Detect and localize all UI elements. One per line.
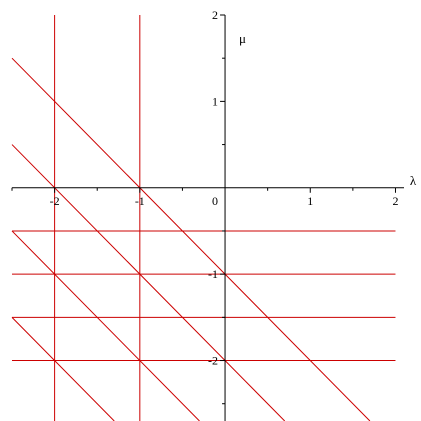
x-tick-label: 2 [392, 194, 398, 208]
x-tick-label: -2 [50, 194, 60, 208]
x-tick-label: -1 [135, 194, 145, 208]
x-tick-label: 1 [307, 194, 313, 208]
diagonal-line-0 [11, 57, 371, 421]
origin-tick-label: 0 [212, 194, 218, 208]
y-tick-label: -2 [208, 354, 218, 368]
x-axis-label: λ [410, 173, 417, 188]
data-lines [11, 15, 396, 421]
y-axis-label: μ [239, 31, 246, 46]
diagonal-line-2 [11, 230, 200, 421]
diagonal-line-1 [11, 144, 286, 421]
axes [12, 15, 404, 421]
y-tick-label: 1 [212, 94, 218, 108]
diagonal-line-3 [11, 316, 115, 421]
y-tick-label: -1 [208, 267, 218, 281]
y-tick-label: 2 [212, 8, 218, 22]
axis-ticks: -2 -1 1 2 2 1 -1 -2 [11, 8, 398, 405]
